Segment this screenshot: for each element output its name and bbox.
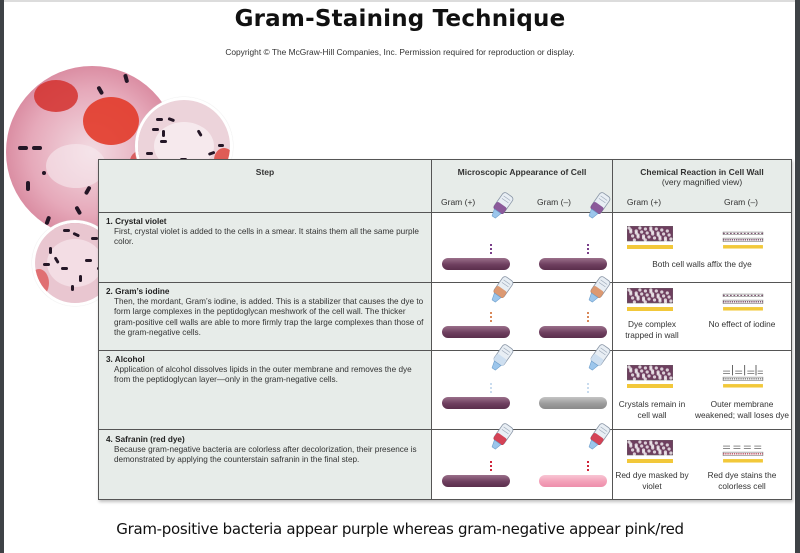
row-divider (99, 429, 791, 430)
gram-positive-cell-purple (442, 326, 510, 338)
gram-negative-wall-icon (720, 365, 766, 396)
window-edge-top (4, 0, 795, 2)
caption-iodine-pos: Dye complex trapped in wall (625, 319, 679, 340)
step-name: 3. Alcohol (106, 355, 145, 364)
reagent-drip (587, 312, 589, 322)
gram-negative-wall-icon (720, 226, 766, 257)
window-edge-left (0, 0, 4, 553)
slide-title: Gram-Staining Technique (234, 6, 566, 32)
gram-positive-cell-purple (442, 475, 510, 487)
step-column-bg (99, 160, 431, 499)
step-description: Because gram-negative bacteria are color… (114, 445, 417, 465)
copyright-notice: Copyright © The McGraw-Hill Companies, I… (225, 47, 575, 57)
microscopic-header-bg (432, 160, 612, 212)
gram-positive-cell-purple (442, 258, 510, 270)
row-divider (99, 212, 791, 213)
header-microscopic: Microscopic Appearance of Cell (457, 167, 587, 177)
dropper-bottle-icon (579, 274, 615, 310)
gram-negative-wall-icon (720, 288, 766, 319)
column-divider (612, 160, 613, 499)
step-description: First, crystal violet is added to the ce… (114, 227, 419, 247)
dropper-bottle-icon (579, 342, 615, 378)
caption-iodine-neg: No effect of iodine (708, 319, 776, 329)
dropper-bottle-icon (482, 274, 518, 310)
gram-positive-cell-purple (442, 397, 510, 409)
header-step: Step (255, 167, 275, 177)
reagent-drip (490, 383, 492, 393)
gram-positive-wall-icon (626, 225, 674, 257)
chemical-header-bg (613, 160, 791, 212)
caption-safranin-neg: Red dye stains the colorless cell (707, 470, 777, 491)
row-divider (99, 350, 791, 351)
header-micro-gram-neg: Gram (–) (537, 197, 571, 207)
gram-positive-wall-icon (626, 287, 674, 319)
summary-caption: Gram-positive bacteria appear purple whe… (116, 520, 684, 538)
header-chem-gram-neg: Gram (–) (724, 197, 758, 207)
caption-alcohol-pos: Crystals remain in cell wall (618, 399, 686, 420)
step-grams-iodine: 2. Gram’s iodine Then, the mordant, Gram… (106, 287, 424, 338)
dropper-bottle-icon (579, 190, 615, 226)
window-edge-right (795, 0, 800, 553)
dropper-bottle-icon (482, 190, 518, 226)
column-divider (431, 160, 432, 499)
step-name: 2. Gram’s iodine (106, 287, 170, 296)
header-chemical: Chemical Reaction in Cell Wall (640, 167, 764, 177)
step-crystal-violet: 1. Crystal violet First, crystal violet … (106, 217, 424, 248)
gram-negative-cell-pink (539, 475, 607, 487)
gram-stain-table: Step Microscopic Appearance of Cell Chem… (98, 159, 792, 500)
gram-positive-wall-icon (626, 439, 674, 471)
reagent-drip (587, 244, 589, 254)
step-alcohol: 3. Alcohol Application of alcohol dissol… (106, 355, 424, 386)
step-description: Then, the mordant, Gram’s iodine, is add… (114, 297, 424, 337)
header-micro-gram-pos: Gram (+) (441, 197, 476, 207)
step-description: Application of alcohol dissolves lipids … (114, 365, 412, 385)
dropper-bottle-icon (579, 421, 615, 457)
gram-negative-cell-purple (539, 258, 607, 270)
reagent-drip (490, 461, 492, 471)
gram-negative-cell-purple (539, 326, 607, 338)
step-safranin: 4. Safranin (red dye) Because gram-negat… (106, 435, 424, 466)
dropper-bottle-icon (482, 342, 518, 378)
row-divider (99, 282, 791, 283)
gram-negative-wall-icon (720, 440, 766, 471)
gram-positive-wall-icon (626, 364, 674, 396)
reagent-drip (490, 244, 492, 254)
reagent-drip (490, 312, 492, 322)
step-name: 4. Safranin (red dye) (106, 435, 185, 444)
reagent-drip (587, 461, 589, 471)
dropper-bottle-icon (482, 421, 518, 457)
gram-negative-cell-gray (539, 397, 607, 409)
caption-safranin-pos: Red dye masked by violet (615, 470, 689, 491)
caption-alcohol-neg: Outer membrane weakened; wall loses dye (694, 399, 790, 420)
reagent-drip (587, 383, 589, 393)
header-chem-gram-pos: Gram (+) (626, 197, 662, 207)
caption-both-walls: Both cell walls affix the dye (652, 259, 752, 269)
header-chemical-sub: (very magnified view) (661, 177, 743, 187)
step-name: 1. Crystal violet (106, 217, 167, 226)
